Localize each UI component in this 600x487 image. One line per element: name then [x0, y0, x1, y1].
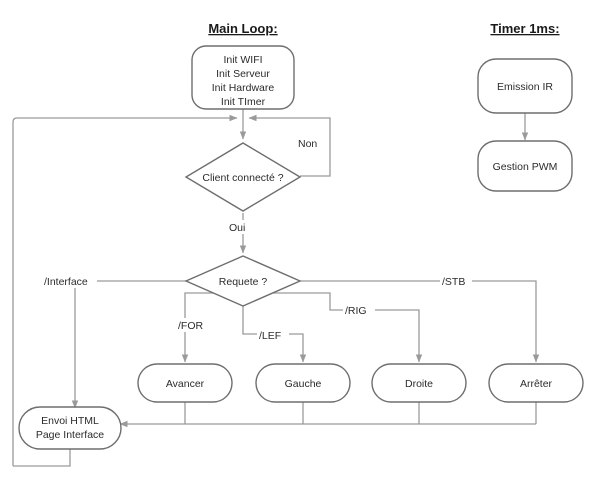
edge-label-non-text: Non [298, 138, 317, 150]
node-emission-ir-shape [477, 58, 573, 114]
main-loop-title: Main Loop: [208, 21, 277, 36]
timer-title: Timer 1ms: [490, 21, 559, 36]
edge-label-oui: Oui [226, 220, 252, 234]
edge-label-stb: /STB [440, 274, 472, 288]
edge-label-oui-text: Oui [229, 222, 245, 234]
node-emission-ir[interactable]: Emission IR [477, 58, 573, 114]
node-init-shape [191, 45, 295, 110]
edge-label-lef-text: /LEF [259, 330, 281, 342]
edge-rig [272, 292, 423, 363]
edge-label-interface-text: /Interface [44, 276, 88, 288]
node-requete-shape [184, 255, 302, 307]
node-avancer[interactable]: Avancer [137, 363, 233, 403]
node-avancer-label: Avancer [166, 378, 205, 390]
edge-for [181, 292, 214, 363]
edge-stb [300, 280, 540, 363]
edge-label-interface: /Interface [42, 274, 97, 288]
node-gestion-pwm-shape [477, 140, 573, 192]
node-avancer-shape [137, 363, 233, 403]
node-arreter-shape [488, 363, 584, 403]
node-requete-label: Requete ? [219, 276, 268, 288]
edge-label-for: /FOR [176, 318, 208, 332]
node-client-connected[interactable]: Client connecté ? [184, 142, 302, 212]
edge-label-lef: /LEF [257, 328, 289, 342]
node-init-line2: Init Serveur [216, 68, 270, 80]
node-envoi-html[interactable]: Envoi HTML Page Interface [18, 406, 122, 450]
edge-label-rig: /RIG [343, 303, 375, 317]
node-droite-shape [371, 363, 467, 403]
edge-label-stb-text: /STB [442, 276, 465, 288]
node-client-connected-shape [184, 142, 302, 212]
node-init-line4: Init TImer [221, 96, 266, 108]
node-emission-ir-label: Emission IR [497, 81, 553, 93]
node-init-line1: Init WIFI [223, 54, 262, 66]
edge-non-loop [248, 114, 331, 177]
node-gauche[interactable]: Gauche [255, 363, 351, 403]
node-gestion-pwm-label: Gestion PWM [493, 161, 558, 173]
node-arreter-label: Arrêter [520, 378, 553, 390]
node-init-line3: Init Hardware [212, 82, 275, 94]
node-client-connected-label: Client connecté ? [202, 172, 283, 184]
node-gestion-pwm[interactable]: Gestion PWM [477, 140, 573, 192]
node-envoi-html-line1: Envoi HTML [41, 415, 99, 427]
edge-envoi-to-return [13, 448, 71, 467]
node-gauche-label: Gauche [285, 378, 322, 390]
edge-label-rig-text: /RIG [345, 305, 367, 317]
node-arreter[interactable]: Arrêter [488, 363, 584, 403]
node-gauche-shape [255, 363, 351, 403]
edge-label-for-text: /FOR [178, 320, 203, 332]
node-envoi-html-line2: Page Interface [36, 429, 104, 441]
node-envoi-html-shape [18, 406, 122, 450]
node-droite-label: Droite [405, 378, 433, 390]
edge-return-loop [12, 114, 238, 466]
node-requete[interactable]: Requete ? [184, 255, 302, 307]
node-droite[interactable]: Droite [371, 363, 467, 403]
node-init[interactable]: Init WIFI Init Serveur Init Hardware Ini… [191, 45, 295, 110]
edge-label-non: Non [295, 136, 325, 150]
